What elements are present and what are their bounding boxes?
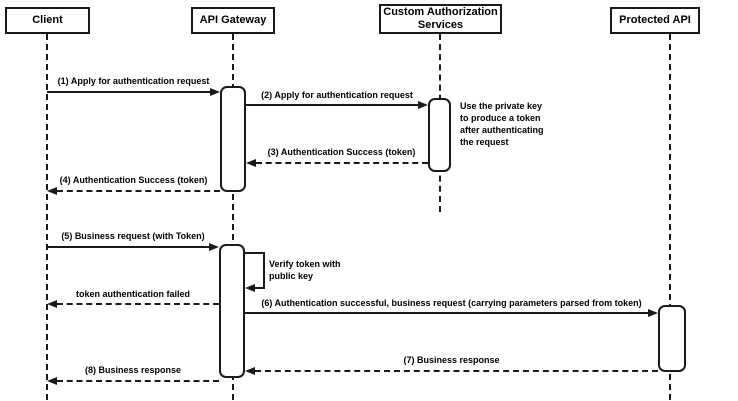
message-label-4: (4) Authentication Success (token) — [59, 175, 208, 185]
activation-gateway-auth — [220, 86, 246, 192]
actor-label-client: Client — [32, 14, 63, 26]
lifeline-api-gateway — [232, 34, 234, 400]
message-line-2 — [246, 104, 419, 106]
arrowhead-right-icon — [209, 243, 219, 251]
actor-label-protected-api: Protected API — [619, 14, 691, 26]
arrowhead-right-icon — [648, 309, 658, 317]
arrowhead-left-icon — [246, 159, 256, 167]
self-message-bottom-line — [255, 287, 265, 289]
actor-label-api-gateway: API Gateway — [199, 14, 267, 26]
message-line-9 — [255, 370, 658, 372]
actor-box-protected-api: Protected API — [610, 7, 700, 34]
message-label-2: (2) Apply for authentication request — [261, 90, 413, 100]
message-line-4 — [57, 190, 220, 192]
message-label-7: token authentication failed — [75, 289, 190, 299]
activation-custom-auth — [428, 98, 451, 172]
message-label-1: (1) Apply for authentication request — [57, 76, 210, 86]
message-label-9: (7) Business response — [403, 355, 500, 365]
message-line-5 — [47, 246, 210, 248]
arrowhead-right-icon — [210, 88, 220, 96]
arrowhead-left-icon — [47, 300, 57, 308]
arrowhead-left-icon — [47, 187, 57, 195]
message-line-1 — [47, 91, 211, 93]
arrowhead-left-icon — [245, 284, 255, 292]
lifeline-client — [46, 34, 48, 400]
self-message-label: Verify token with public key — [269, 259, 341, 281]
activation-protected-api — [658, 305, 686, 372]
actor-label-custom-auth: Custom Authorization Services — [383, 6, 498, 31]
message-label-5: (5) Business request (with Token) — [61, 231, 205, 241]
actor-box-api-gateway: API Gateway — [191, 7, 275, 34]
self-message-top-line — [245, 252, 265, 254]
message-line-3 — [256, 162, 428, 164]
arrowhead-left-icon — [245, 367, 255, 375]
actor-box-custom-auth: Custom Authorization Services — [379, 4, 502, 34]
note-use-private-key: Use the private key to produce a token a… — [460, 101, 544, 147]
message-label-8: (6) Authentication successful, business … — [261, 298, 642, 308]
message-line-7 — [57, 303, 219, 305]
message-line-10 — [57, 380, 219, 382]
lifeline-protected-api — [669, 34, 671, 400]
message-line-8 — [245, 312, 649, 314]
message-label-10: (8) Business response — [84, 365, 182, 375]
message-label-3: (3) Authentication Success (token) — [267, 147, 416, 157]
self-message-vertical-line — [263, 252, 265, 287]
actor-box-client: Client — [5, 7, 90, 34]
arrowhead-left-icon — [47, 377, 57, 385]
arrowhead-right-icon — [418, 101, 428, 109]
activation-gateway-business — [219, 244, 245, 378]
